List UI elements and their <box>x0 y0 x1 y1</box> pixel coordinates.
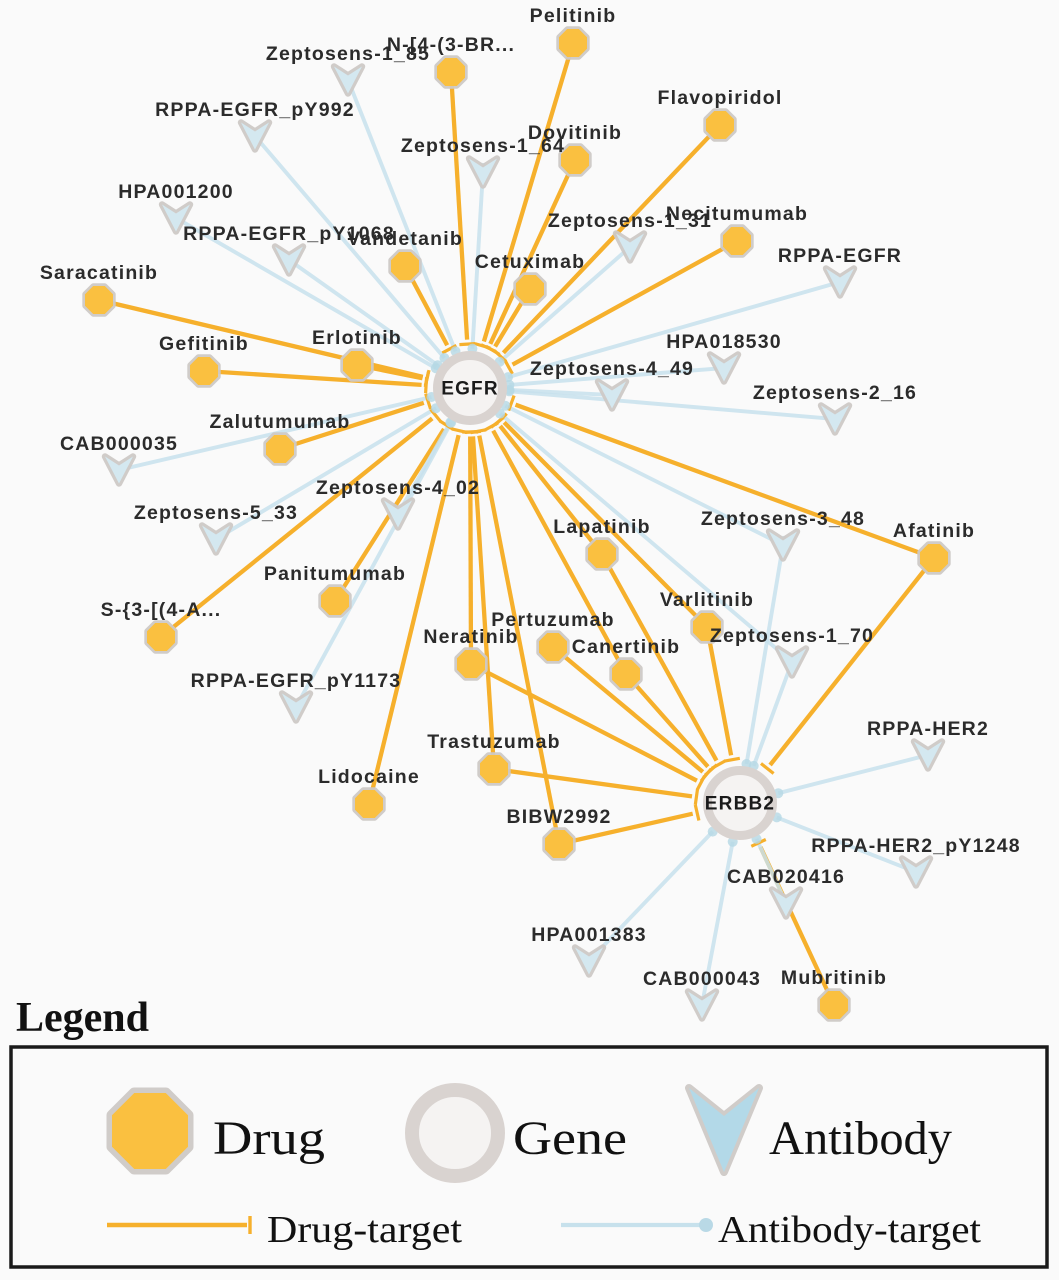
svg-text:RPPA-EGFR_pY1173: RPPA-EGFR_pY1173 <box>191 670 402 692</box>
svg-text:Zeptosens-3_48: Zeptosens-3_48 <box>701 508 865 530</box>
svg-text:Zeptosens-4_49: Zeptosens-4_49 <box>530 358 694 380</box>
svg-text:Lidocaine: Lidocaine <box>318 766 420 788</box>
svg-text:RPPA-EGFR_pY1068: RPPA-EGFR_pY1068 <box>183 223 395 245</box>
svg-text:Zeptosens-5_33: Zeptosens-5_33 <box>134 502 298 524</box>
svg-text:Necitumumab: Necitumumab <box>666 203 808 225</box>
svg-text:Flavopiridol: Flavopiridol <box>658 87 783 109</box>
svg-text:Zeptosens-4_02: Zeptosens-4_02 <box>316 477 480 499</box>
svg-text:Drug: Drug <box>213 1112 325 1165</box>
svg-text:Varlitinib: Varlitinib <box>660 589 754 611</box>
svg-text:EGFR: EGFR <box>441 379 499 400</box>
svg-text:Afatinib: Afatinib <box>893 520 975 542</box>
svg-text:RPPA-HER2_pY1248: RPPA-HER2_pY1248 <box>811 835 1021 857</box>
svg-text:Zeptosens-1_85: Zeptosens-1_85 <box>266 43 430 65</box>
svg-text:Lapatinib: Lapatinib <box>553 516 650 538</box>
svg-text:Zeptosens-2_16: Zeptosens-2_16 <box>753 382 917 404</box>
svg-text:Mubritinib: Mubritinib <box>781 967 887 989</box>
svg-text:Zeptosens-1_31: Zeptosens-1_31 <box>548 210 712 232</box>
svg-text:Antibody-target: Antibody-target <box>718 1209 981 1251</box>
svg-text:CAB000035: CAB000035 <box>60 433 178 455</box>
svg-text:HPA018530: HPA018530 <box>666 331 782 353</box>
svg-text:Erlotinib: Erlotinib <box>312 327 402 349</box>
svg-text:BIBW2992: BIBW2992 <box>507 806 612 828</box>
svg-text:Neratinib: Neratinib <box>423 626 518 648</box>
svg-text:Gefitinib: Gefitinib <box>159 333 249 355</box>
svg-text:Dovitinib: Dovitinib <box>528 122 622 144</box>
svg-text:Vandetanib: Vandetanib <box>347 228 463 250</box>
svg-text:Antibody: Antibody <box>769 1112 952 1165</box>
svg-text:Zalutumumab: Zalutumumab <box>209 411 350 433</box>
svg-text:RPPA-HER2: RPPA-HER2 <box>867 718 989 740</box>
svg-text:Saracatinib: Saracatinib <box>40 262 158 284</box>
svg-text:Zeptosens-1_64: Zeptosens-1_64 <box>401 135 565 157</box>
svg-text:Zeptosens-1_70: Zeptosens-1_70 <box>710 625 874 647</box>
svg-text:Cetuximab: Cetuximab <box>475 251 586 273</box>
svg-text:Pelitinib: Pelitinib <box>530 5 617 27</box>
svg-text:ERBB2: ERBB2 <box>705 794 775 815</box>
svg-text:Panitumumab: Panitumumab <box>264 563 406 585</box>
svg-text:Canertinib: Canertinib <box>572 636 680 658</box>
svg-text:HPA001383: HPA001383 <box>531 924 647 946</box>
svg-text:Trastuzumab: Trastuzumab <box>427 731 560 753</box>
svg-text:CAB020416: CAB020416 <box>727 866 845 888</box>
svg-text:Legend: Legend <box>16 995 149 1041</box>
svg-text:RPPA-EGFR_pY992: RPPA-EGFR_pY992 <box>155 99 355 121</box>
svg-text:Gene: Gene <box>513 1112 627 1165</box>
svg-text:S-{3-[(4-A...: S-{3-[(4-A... <box>101 599 222 621</box>
svg-text:HPA001200: HPA001200 <box>118 181 234 203</box>
svg-text:RPPA-EGFR: RPPA-EGFR <box>778 245 902 267</box>
svg-text:CAB000043: CAB000043 <box>643 968 761 990</box>
svg-text:Drug-target: Drug-target <box>267 1209 462 1251</box>
svg-text:Pertuzumab: Pertuzumab <box>491 609 615 631</box>
svg-text:N-[4-(3-BR...: N-[4-(3-BR... <box>387 34 515 56</box>
